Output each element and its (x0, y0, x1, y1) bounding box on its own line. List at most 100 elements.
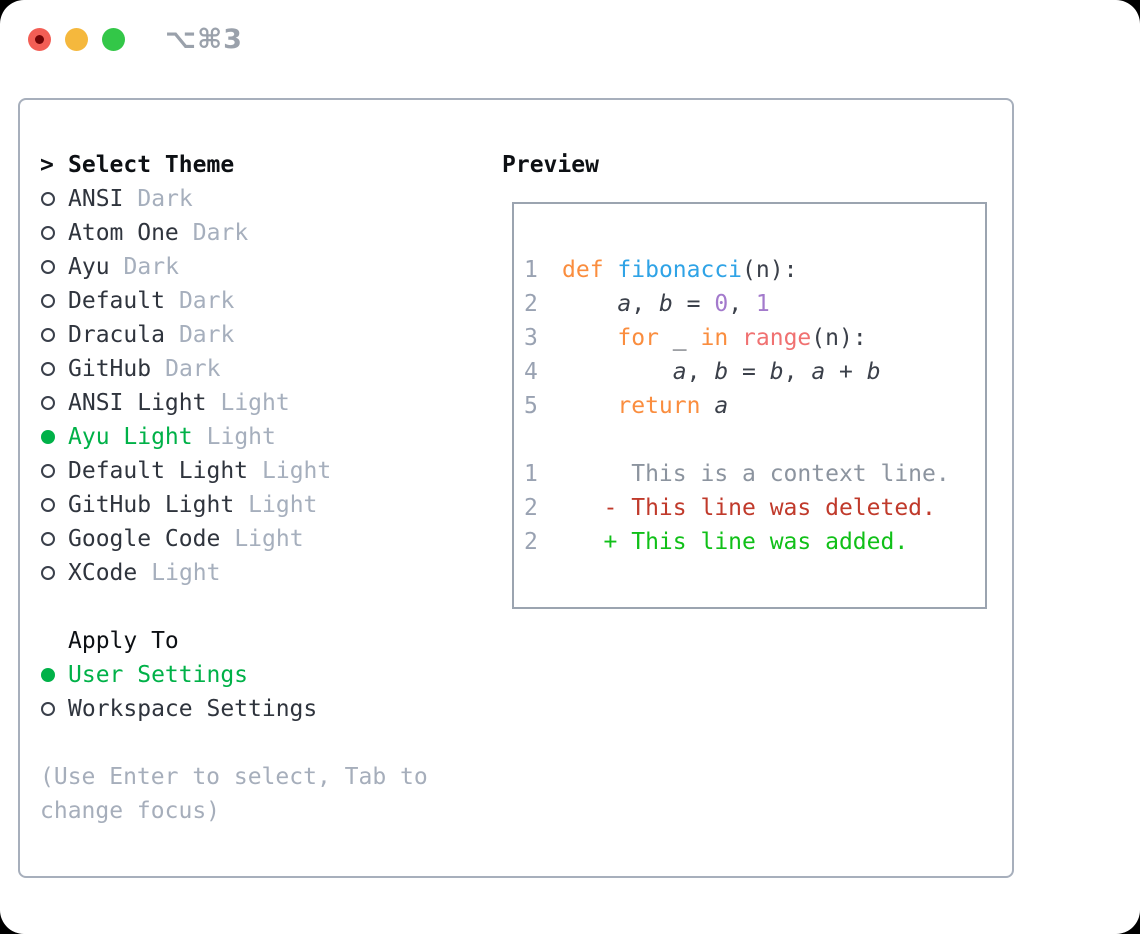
preview-title: Preview (502, 152, 599, 178)
code-line: 3 for _ in range(n): (524, 321, 985, 355)
theme-name: Google Code (68, 526, 221, 552)
theme-variant-tag: Light (206, 424, 276, 450)
radio-icon (41, 362, 55, 376)
radio-icon (41, 702, 55, 716)
spacer (40, 590, 444, 624)
code-line: 5 return a (524, 389, 985, 423)
theme-variant-tag: Light (151, 560, 221, 586)
panel-title: Select Theme (68, 152, 235, 178)
theme-name: Atom One (68, 220, 179, 246)
radio-icon (41, 328, 55, 342)
theme-variant-tag: Dark (165, 356, 221, 382)
apply-option-user-settings[interactable]: User Settings (40, 658, 444, 692)
radio-icon (41, 396, 55, 410)
radio-icon (41, 294, 55, 308)
window-shortcut-label: ⌥⌘3 (165, 23, 243, 55)
hint-text: (Use Enter to select, Tab to change focu… (40, 764, 428, 824)
radio-icon (41, 498, 55, 512)
code-text: a, b = b, a + b (672, 359, 881, 385)
radio-icon (41, 532, 55, 546)
theme-name: Default (68, 288, 165, 314)
theme-option-ansi-light[interactable]: ANSI Light Light (40, 386, 444, 420)
theme-name: ANSI Light (68, 390, 207, 416)
line-number: 1 (524, 461, 538, 487)
focus-caret-icon: > (40, 152, 54, 178)
code-line: 4 a, b = b, a + b (524, 355, 985, 389)
diff-line: 2 - This line was deleted. (524, 491, 985, 525)
theme-variant-tag: Light (220, 390, 290, 416)
theme-name: XCode (68, 560, 138, 586)
window-controls (0, 27, 125, 51)
close-dot-icon (35, 34, 44, 44)
code-text: a, b = 0, 1 (617, 291, 770, 317)
theme-option-dracula[interactable]: Dracula Dark (40, 318, 444, 352)
radio-icon (41, 464, 55, 478)
titlebar: ⌥⌘3 (0, 0, 1140, 78)
line-number: 3 (524, 325, 538, 351)
apply-to-title: Apply To (68, 628, 179, 654)
apply-option-workspace-settings[interactable]: Workspace Settings (40, 692, 444, 726)
diff-line: 2 + This line was added. (524, 525, 985, 559)
close-button[interactable] (28, 27, 51, 51)
code-line: 2 a, b = 0, 1 (524, 287, 985, 321)
diff-preview-lines: 1 This is a context line.2 - This line w… (524, 457, 985, 559)
theme-name: GitHub Light (68, 492, 235, 518)
theme-option-ansi[interactable]: ANSI Dark (40, 182, 444, 216)
line-number: 4 (524, 359, 538, 385)
theme-name: Default Light (68, 458, 249, 484)
line-number: 5 (524, 393, 538, 419)
theme-option-ayu[interactable]: Ayu Dark (40, 250, 444, 284)
code-line: 1 def fibonacci(n): (524, 253, 985, 287)
theme-name: Dracula (68, 322, 165, 348)
theme-name: Ayu (68, 254, 110, 280)
code-text: + This line was added. (603, 529, 909, 555)
maximize-button[interactable] (102, 27, 125, 51)
apply-option-label: Workspace Settings (68, 696, 318, 722)
theme-option-google-code[interactable]: Google Code Light (40, 522, 444, 556)
line-number: 2 (524, 495, 538, 521)
spacer (524, 423, 985, 457)
diff-line: 1 This is a context line. (524, 457, 985, 491)
theme-variant-tag: Dark (123, 254, 179, 280)
radio-icon (41, 226, 55, 240)
theme-variant-tag: Dark (178, 322, 235, 348)
theme-name: GitHub (68, 356, 152, 382)
line-number: 1 (524, 257, 538, 283)
minimize-button[interactable] (65, 27, 88, 51)
radio-selected-icon (41, 668, 55, 682)
select-theme-header: > Select Theme (40, 148, 444, 182)
apply-to-header: Apply To (40, 624, 444, 658)
radio-icon (41, 566, 55, 580)
radio-icon (41, 260, 55, 274)
theme-option-default-light[interactable]: Default Light Light (40, 454, 444, 488)
theme-option-github-light[interactable]: GitHub Light Light (40, 488, 444, 522)
theme-option-xcode[interactable]: XCode Light (40, 556, 444, 590)
theme-variant-tag: Dark (137, 186, 193, 212)
code-text: return a (617, 393, 729, 419)
code-text: def fibonacci(n): (562, 257, 798, 283)
line-number: 2 (524, 529, 538, 555)
theme-name: ANSI (68, 186, 124, 212)
radio-selected-icon (41, 430, 55, 444)
theme-option-github[interactable]: GitHub Dark (40, 352, 444, 386)
theme-variant-tag: Light (262, 458, 332, 484)
theme-variant-tag: Light (248, 492, 318, 518)
code-text: - This line was deleted. (603, 495, 936, 521)
code-text: This is a context line. (562, 461, 950, 487)
code-text: for _ in range(n): (617, 325, 867, 351)
theme-variant-tag: Light (234, 526, 304, 552)
apply-option-label: User Settings (68, 662, 249, 688)
line-number: 2 (524, 291, 538, 317)
radio-icon (41, 192, 55, 206)
